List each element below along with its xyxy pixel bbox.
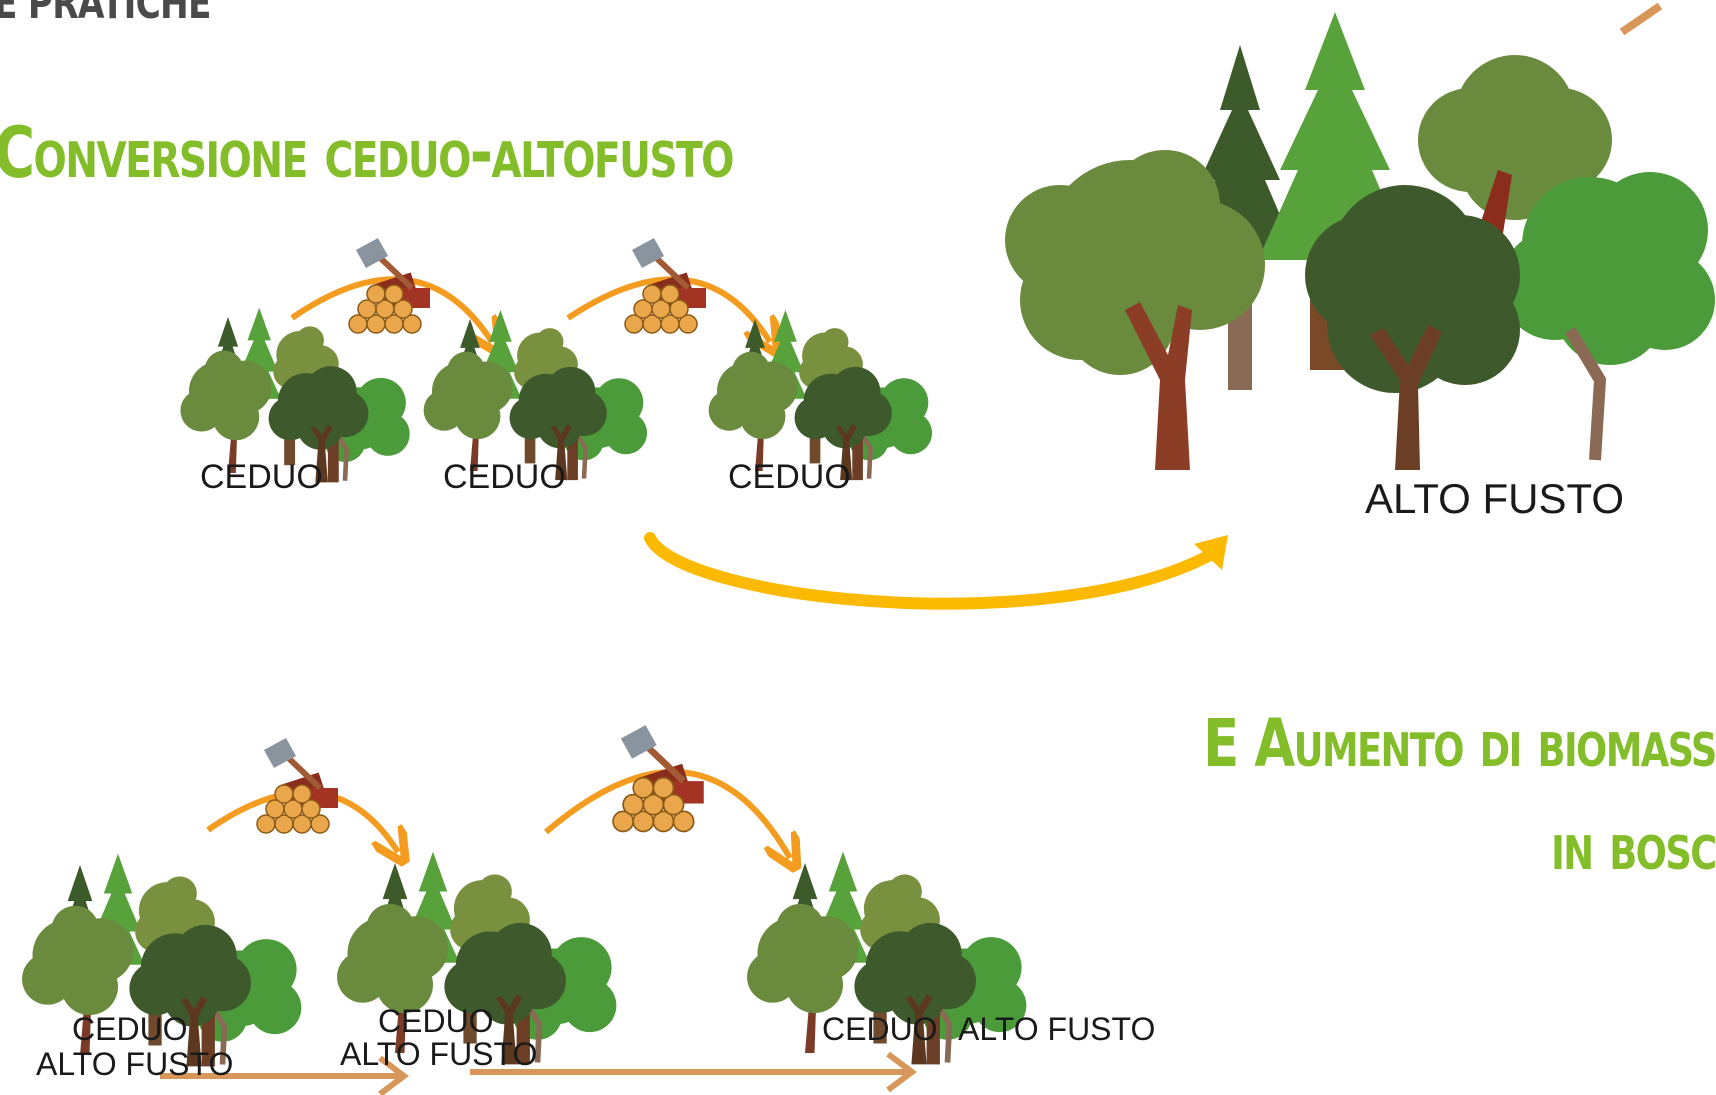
high-forest-icon bbox=[1005, 12, 1715, 470]
stage-label: CEDUO bbox=[72, 1011, 188, 1047]
slide-title: Conversione ceduo-altofusto bbox=[0, 112, 734, 194]
stage-label: CEDUO bbox=[728, 458, 851, 496]
growth-arrow-2 bbox=[470, 1051, 917, 1093]
section-header: E PRATICHE bbox=[0, 0, 211, 29]
log-pile-icon bbox=[257, 738, 338, 833]
decor-corner-stroke bbox=[1619, 2, 1663, 36]
coppice-forest-icon bbox=[424, 310, 647, 480]
stage-label: CEDUO bbox=[822, 1011, 938, 1047]
stage-label: CEDUO bbox=[200, 458, 323, 496]
high-forest-label: ALTO FUSTO bbox=[1365, 475, 1625, 522]
coppice-forest-icon bbox=[180, 308, 409, 483]
stage-label: CEDUO bbox=[443, 458, 566, 496]
conversion-arrow bbox=[644, 532, 1216, 610]
stage-label: ALTO FUSTO bbox=[36, 1046, 234, 1082]
stage-label: ALTO FUSTO bbox=[340, 1036, 538, 1072]
slide-subtitle-line1: E Aumento di biomass bbox=[1203, 705, 1716, 782]
coppice-forest-icon bbox=[709, 310, 932, 480]
conversion-arrowhead bbox=[1194, 535, 1228, 570]
slide-subtitle-line2: in bosc bbox=[1551, 808, 1716, 885]
growth-arrow-1 bbox=[160, 1055, 409, 1095]
stage-label: CEDUO bbox=[378, 1003, 494, 1039]
stage-label: ALTO FUSTO bbox=[958, 1011, 1156, 1047]
